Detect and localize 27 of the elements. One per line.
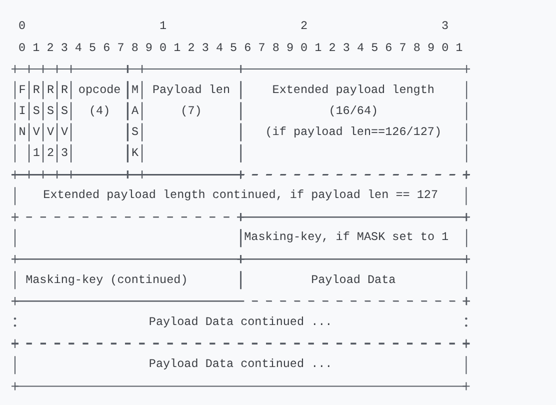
field-label: F I N (18, 82, 26, 141)
field-label: Payload Data continued ... (148, 357, 332, 372)
field-label: (16/64) (328, 104, 378, 118)
bit-number-row-text: 0 1 2 3 4 5 6 7 8 9 0 1 2 3 4 5 6 7 8 9 0 1 2 3 4 5 6 7 8 9 0 1 (18, 40, 463, 57)
field-label: (7) (180, 104, 202, 118)
field-label: Extended payload length continued, if payload len == 127 (43, 188, 438, 202)
field-label: Masking-key, if MASK set to 1 (244, 230, 449, 244)
field-label: R S V 3 (60, 82, 68, 162)
field-label: Extended payload length (272, 82, 434, 97)
field-label: Payload len (152, 82, 230, 97)
bit-tens-number: 2 (300, 18, 308, 36)
field-label: opcode (78, 82, 121, 97)
bit-tens-number: 0 (18, 18, 26, 36)
field-label: (if payload len==126/127) (265, 124, 442, 139)
bit-field (236, 64, 470, 180)
bit-field (11, 338, 470, 391)
field-label: R S V 1 (32, 82, 40, 162)
field-label: Payload Data (311, 272, 396, 287)
bit-field (236, 254, 470, 306)
field-label: (4) (89, 104, 110, 118)
field-label: Payload Data continued ... (148, 314, 332, 329)
bit-field (11, 170, 470, 222)
field-label: R S V 2 (46, 82, 54, 162)
field-label: M A S K (131, 82, 139, 162)
bit-tens-number: 3 (442, 18, 449, 36)
field-label: Masking-key (continued) (26, 272, 188, 287)
bit-tens-number: 1 (160, 18, 167, 36)
